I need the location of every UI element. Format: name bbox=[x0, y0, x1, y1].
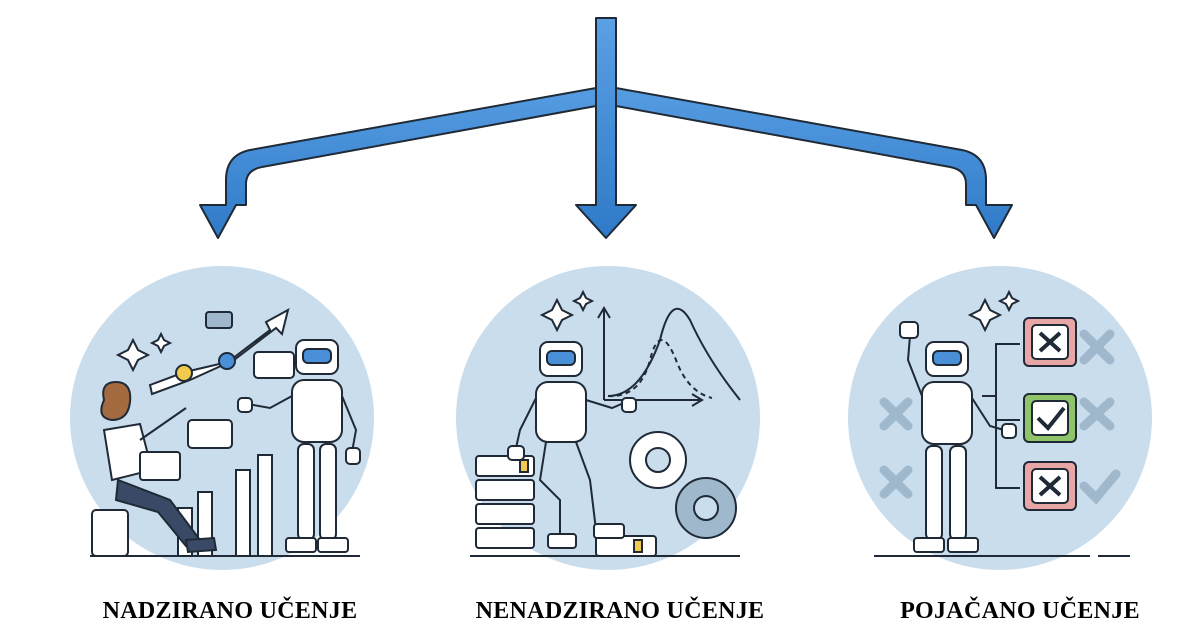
robot-icon bbox=[507, 341, 637, 549]
server-stack-icon bbox=[475, 455, 657, 557]
branching-arrows bbox=[199, 17, 1013, 239]
center-arrow bbox=[575, 17, 637, 239]
left-branch-arrow bbox=[199, 69, 597, 239]
unsupervised-illustration bbox=[456, 266, 760, 570]
label-reinforcement-learning: POJAČANO UČENJE bbox=[900, 598, 1140, 624]
speech-bubbles bbox=[187, 311, 295, 449]
distribution-chart-icon bbox=[597, 306, 741, 407]
label-supervised-learning: NADZIRANO UČENJE bbox=[102, 598, 358, 624]
supervised-illustration bbox=[70, 266, 374, 570]
cross-box-icon bbox=[1023, 317, 1077, 367]
sparkle-icon bbox=[115, 331, 173, 373]
right-branch-arrow bbox=[615, 69, 1013, 239]
person-figure bbox=[91, 380, 218, 557]
gear-icon bbox=[675, 477, 737, 539]
sparkle-icon bbox=[539, 289, 595, 333]
cross-muted-icons bbox=[879, 329, 1121, 505]
trend-arrow-icon bbox=[148, 308, 290, 396]
gear-icon bbox=[629, 431, 687, 489]
cross-box-icon bbox=[1023, 461, 1077, 511]
label-unsupervised-learning: NENADZIRANO UČENJE bbox=[475, 598, 765, 624]
check-box-icon bbox=[1023, 393, 1077, 443]
choice-bracket bbox=[982, 343, 1020, 489]
robot-icon bbox=[899, 321, 1017, 553]
sparkle-icon bbox=[967, 289, 1021, 333]
reinforcement-illustration bbox=[848, 266, 1152, 570]
robot-icon bbox=[237, 339, 361, 553]
